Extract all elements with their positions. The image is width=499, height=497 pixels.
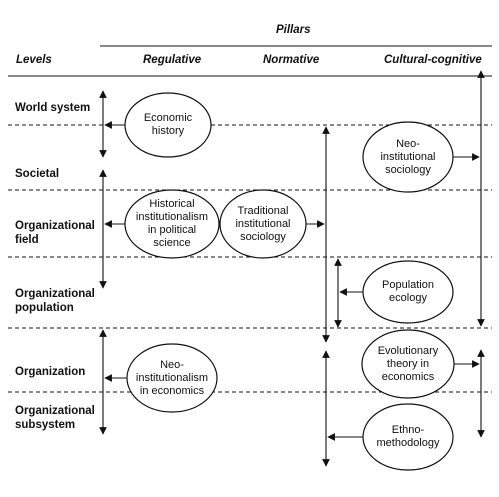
text-ethnomethodology: Ethno- methodology xyxy=(376,424,440,449)
level-organization: Organization xyxy=(15,366,86,378)
level-organizational-subsystem: Organizational subsystem xyxy=(15,405,95,431)
label-population-ecology: Population ecology xyxy=(363,261,453,323)
label-ethnomethodology: Ethno- methodology xyxy=(363,404,453,470)
label-historical-institutionalism: Historical institutionalism in political… xyxy=(125,190,219,258)
cultural-cognitive-header: Cultural-cognitive xyxy=(384,54,482,66)
text-evolutionary-theory: Evolutionary theory in economics xyxy=(377,344,439,383)
normative-header: Normative xyxy=(263,54,320,66)
levels-header: Levels xyxy=(16,54,52,66)
text-neo-institutionalism-economics: Neo- institutionalism in economics xyxy=(135,358,209,397)
label-economic-history: Economic history xyxy=(125,93,211,157)
text-historical-institutionalism: Historical institutionalism in political… xyxy=(135,198,209,249)
text-neo-institutional-sociology: Neo- institutional sociology xyxy=(380,137,436,176)
level-organizational-field: Organizational field xyxy=(15,220,95,246)
text-traditional-institutional-sociology: Traditional institutional sociology xyxy=(235,204,291,243)
level-world-system: World system xyxy=(15,102,91,114)
level-separators xyxy=(8,124,492,393)
label-neo-institutional-sociology: Neo- institutional sociology xyxy=(363,122,453,192)
label-evolutionary-theory: Evolutionary theory in economics xyxy=(362,330,454,398)
regulative-header: Regulative xyxy=(143,54,202,66)
label-traditional-institutional-sociology: Traditional institutional sociology xyxy=(220,190,306,258)
level-societal: Societal xyxy=(15,168,60,180)
text-population-ecology: Population ecology xyxy=(382,279,434,304)
pillars-title: Pillars xyxy=(276,24,311,36)
text-economic-history: Economic history xyxy=(143,112,193,137)
level-organizational-population: Organizational population xyxy=(15,288,95,314)
label-neo-institutionalism-economics: Neo- institutionalism in economics xyxy=(127,344,217,412)
